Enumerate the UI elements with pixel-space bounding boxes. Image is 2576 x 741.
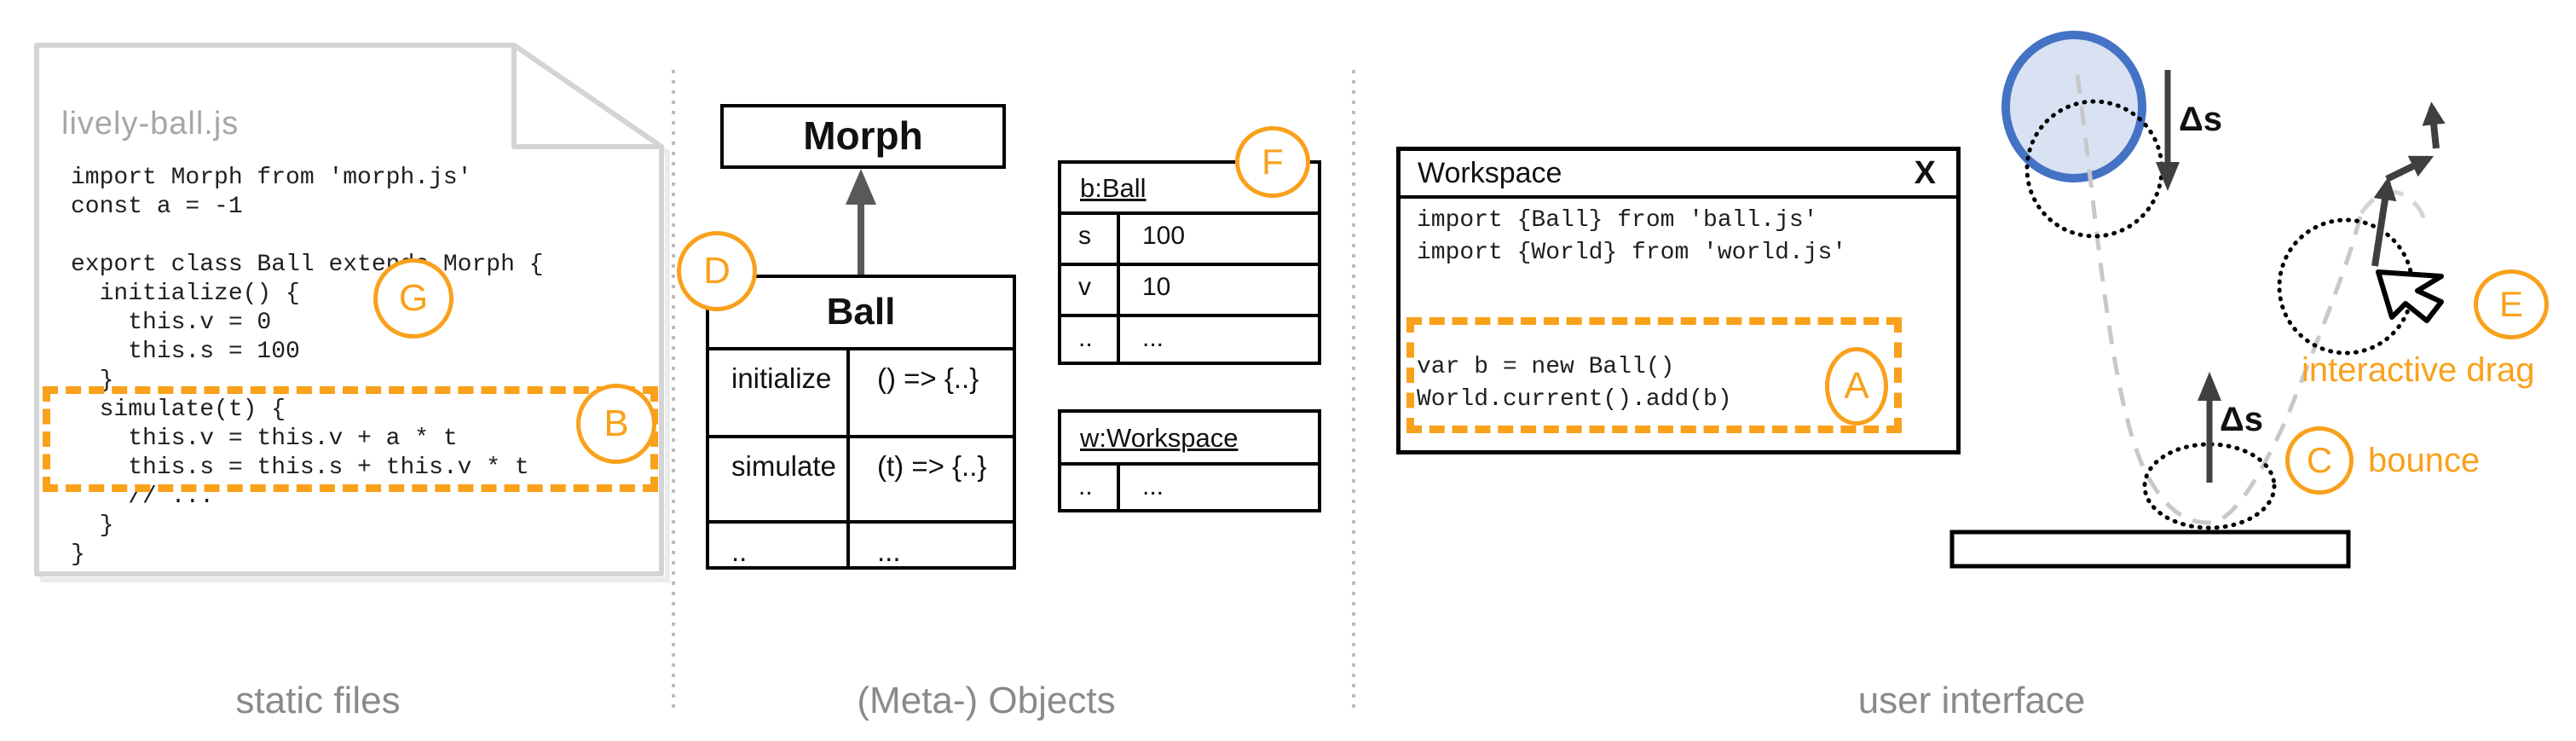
bounce-label: bounce bbox=[2368, 442, 2481, 479]
slot-name-cell: .. bbox=[1061, 466, 1120, 509]
slot-value-cell: 100 bbox=[1142, 222, 1186, 250]
method-name-cell: simulate bbox=[709, 438, 850, 520]
table-row: initialize () => {..} bbox=[709, 350, 1013, 438]
object-title: b:Ball bbox=[1061, 164, 1318, 215]
highlight-box-create-code bbox=[1406, 317, 1902, 433]
rise-arrow-head-icon bbox=[2198, 372, 2221, 401]
drag-path-arrow-1 bbox=[2371, 177, 2397, 267]
file-code-block: import Morph from 'morph.js' const a = -… bbox=[71, 165, 544, 568]
method-name-cell: .. bbox=[709, 524, 850, 566]
close-button[interactable]: X bbox=[1914, 154, 1936, 191]
trajectory-hook-path bbox=[2359, 189, 2428, 226]
method-value-cell: ... bbox=[877, 535, 901, 567]
table-row: .. ... bbox=[709, 524, 1013, 567]
slot-name-cell: s bbox=[1061, 215, 1120, 263]
ball-class-title: Ball bbox=[709, 278, 1013, 350]
caption-static-files: static files bbox=[235, 680, 401, 721]
slot-name-cell: v bbox=[1061, 266, 1120, 314]
w-workspace-object-table: w:Workspace .. ... bbox=[1058, 409, 1321, 512]
table-row: s 100 bbox=[1061, 215, 1318, 266]
workspace-code-imports[interactable]: import {Ball} from 'ball.js' import {Wor… bbox=[1417, 207, 1847, 266]
slot-value-cell: ... bbox=[1142, 324, 1164, 352]
file-name-label: lively-ball.js bbox=[61, 106, 240, 142]
table-row: .. ... bbox=[1061, 317, 1318, 362]
drag-path-arrow-2 bbox=[2385, 155, 2434, 182]
workspace-code-create[interactable]: var b = new Ball() World.current().add(b… bbox=[1417, 354, 1732, 413]
inheritance-arrow-head-icon bbox=[846, 169, 876, 205]
interactive-drag-label: interactive drag bbox=[2302, 351, 2535, 389]
ground-shape bbox=[1949, 530, 2351, 569]
mouse-cursor-icon bbox=[2376, 269, 2444, 323]
badge-b: B bbox=[576, 384, 656, 464]
workspace-titlebar: Workspace X bbox=[1401, 151, 1956, 199]
trajectory-path bbox=[2075, 74, 2364, 525]
method-value-cell: (t) => {..} bbox=[877, 450, 987, 482]
fall-arrow-head-icon bbox=[2156, 162, 2180, 191]
delta-s-fall-label: Δs bbox=[2179, 101, 2222, 138]
caption-user-interface: user interface bbox=[1857, 680, 2086, 721]
object-title: w:Workspace bbox=[1061, 413, 1318, 466]
badge-e: E bbox=[2474, 269, 2549, 339]
object-title-text: b:Ball bbox=[1080, 173, 1146, 203]
ball-class-table: Ball initialize () => {..} simulate (t) … bbox=[706, 275, 1016, 570]
morph-class-box: Morph bbox=[720, 104, 1006, 169]
method-name-cell: initialize bbox=[709, 350, 850, 435]
delta-s-rise-label: Δs bbox=[2220, 401, 2263, 438]
table-row: v 10 bbox=[1061, 266, 1318, 317]
workspace-title: Workspace bbox=[1418, 156, 1562, 189]
method-value-cell: () => {..} bbox=[877, 362, 979, 394]
slot-name-cell: .. bbox=[1061, 317, 1120, 362]
badge-a: A bbox=[1825, 347, 1888, 425]
slot-value-cell: ... bbox=[1142, 472, 1164, 501]
ball-shape bbox=[2001, 31, 2146, 182]
badge-c: C bbox=[2285, 426, 2354, 495]
file-page-shape bbox=[34, 43, 664, 576]
badge-f: F bbox=[1235, 126, 1310, 198]
badge-g: G bbox=[373, 258, 453, 339]
file-dogear-icon bbox=[511, 43, 664, 149]
caption-meta-objects: (Meta-) Objects bbox=[857, 680, 1116, 721]
badge-d: D bbox=[677, 231, 757, 311]
drag-path-arrow-3 bbox=[2422, 101, 2446, 149]
table-row: .. ... bbox=[1061, 466, 1318, 509]
slot-value-cell: 10 bbox=[1142, 273, 1171, 301]
table-row: simulate (t) => {..} bbox=[709, 438, 1013, 524]
object-title-text: w:Workspace bbox=[1080, 423, 1239, 453]
highlight-box-simulate-method bbox=[43, 386, 658, 492]
